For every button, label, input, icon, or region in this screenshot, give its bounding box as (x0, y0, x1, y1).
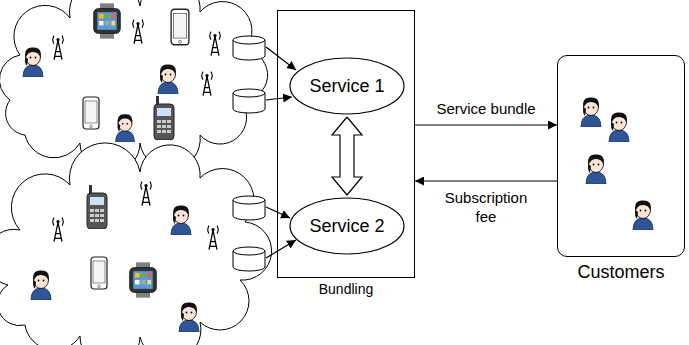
customer-icon (609, 112, 629, 142)
antenna-icon (133, 20, 143, 44)
double-block-arrow (332, 117, 362, 195)
database-cylinder (233, 196, 265, 220)
smartwatch-icon (94, 3, 120, 38)
data-feed-arrow (266, 240, 296, 258)
person-icon (179, 302, 199, 332)
edge-label: Service bundle (434, 100, 538, 119)
bundling-box: BundlingService 1Service 2 (277, 10, 415, 278)
node-label: Service 1 (309, 76, 384, 97)
smartwatch-icon (130, 262, 156, 297)
person-icon (116, 114, 135, 142)
ellipse-shape (290, 198, 404, 254)
database-cylinder (233, 247, 265, 271)
phone-icon (83, 97, 99, 129)
device-cloud (0, 143, 272, 345)
database-cylinder (233, 36, 265, 60)
device-cloud (0, 0, 268, 173)
person-icon (31, 270, 51, 300)
data-feed-arrow (266, 47, 296, 70)
customers-box: Customers (557, 55, 685, 257)
customer-icon (586, 154, 606, 184)
customer-icon (633, 200, 653, 230)
antenna-icon (53, 218, 63, 242)
edge-label: Subscription fee (434, 189, 538, 227)
walkie-talkie-icon (87, 185, 107, 229)
node-label: Customers (577, 262, 664, 283)
phone-icon (171, 9, 189, 45)
service-ellipse: Service 2 (289, 197, 405, 255)
data-feed-arrow (266, 97, 292, 100)
antenna-icon (53, 36, 63, 60)
person-icon (171, 205, 191, 235)
antenna-icon (210, 32, 220, 56)
phone-icon (91, 257, 107, 289)
flow-arrow (415, 124, 557, 125)
database-cylinder (233, 89, 265, 113)
node-label: Bundling (319, 281, 374, 297)
walkie-talkie-icon (154, 96, 174, 140)
service-ellipse: Service 1 (289, 57, 405, 115)
antenna-icon (208, 226, 218, 250)
antenna-icon (141, 182, 151, 206)
flow-arrow (415, 180, 557, 181)
person-icon (23, 47, 43, 77)
data-feed-arrow (266, 207, 290, 218)
ellipse-shape (290, 58, 404, 114)
antenna-icon (202, 72, 212, 96)
person-icon (158, 64, 178, 94)
customer-icon (581, 97, 601, 127)
node-label: Service 2 (309, 216, 384, 237)
